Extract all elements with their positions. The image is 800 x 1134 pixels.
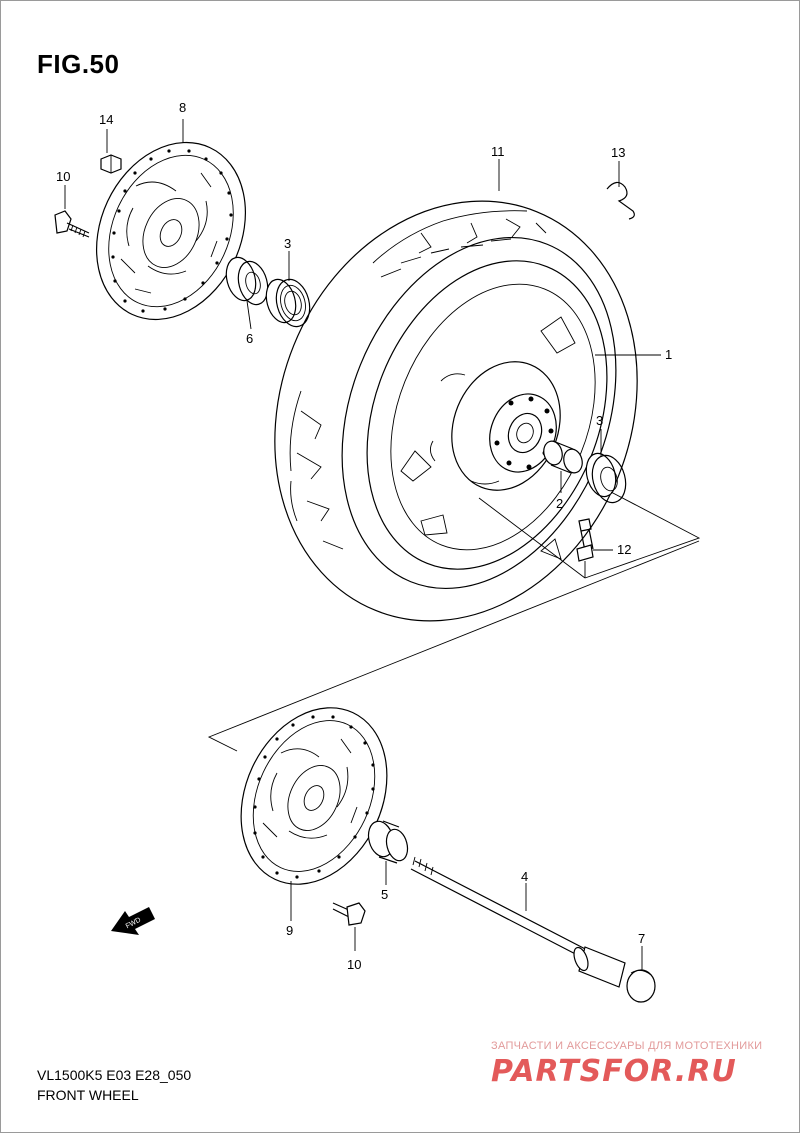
callout-3-upper: 3 <box>284 236 291 251</box>
figure-title: FIG.50 <box>37 49 120 79</box>
brake-disc-lower <box>240 707 388 885</box>
watermark-tagline: ЗАПЧАСТИ И АКСЕССУАРЫ ДЛЯ МОТОТЕХНИКИ <box>491 1040 763 1052</box>
watermark-logo: PARTSFOR.RU <box>491 1054 737 1089</box>
callout-1: 1 <box>665 347 672 362</box>
clip-part-13 <box>606 181 635 220</box>
bolt-part-10-upper <box>54 210 90 238</box>
spacer-collar-part-5 <box>225 256 269 306</box>
bearing-part-3-upper <box>265 278 311 328</box>
axle-part-4 <box>410 856 626 988</box>
callout-4: 4 <box>521 869 528 884</box>
callout-7: 7 <box>638 931 645 946</box>
section-name: FRONT WHEEL <box>37 1087 139 1103</box>
callout-12: 12 <box>617 542 631 557</box>
callout-9: 9 <box>286 923 293 938</box>
callout-10-lower: 10 <box>347 957 361 972</box>
collar-part-6 <box>367 820 409 864</box>
front-wheel-and-tire <box>274 200 638 622</box>
callout-8: 8 <box>179 100 186 115</box>
callout-13: 13 <box>611 145 625 160</box>
leader-lines <box>64 119 661 971</box>
callout-5: 6 <box>246 331 253 346</box>
spacer-part-2 <box>543 440 583 474</box>
callout-6: 5 <box>381 887 388 902</box>
cap-part-7 <box>626 969 656 1003</box>
model-code: VL1500K5 E03 E28_050 <box>37 1067 192 1083</box>
bearing-part-3-lower <box>585 452 627 504</box>
brake-disc-upper <box>95 141 247 321</box>
nut-part-14 <box>100 154 122 174</box>
valve-part-12 <box>576 518 594 562</box>
callout-11: 11 <box>491 144 505 159</box>
callout-10-upper: 10 <box>56 169 70 184</box>
callout-3-lower: 3 <box>596 413 603 428</box>
assembly-reference-lines <box>207 491 701 752</box>
bolt-part-10-lower <box>332 902 366 926</box>
callout-14: 14 <box>99 112 113 127</box>
forward-direction-arrow: FWD <box>111 907 155 935</box>
callout-2: 2 <box>556 496 563 511</box>
